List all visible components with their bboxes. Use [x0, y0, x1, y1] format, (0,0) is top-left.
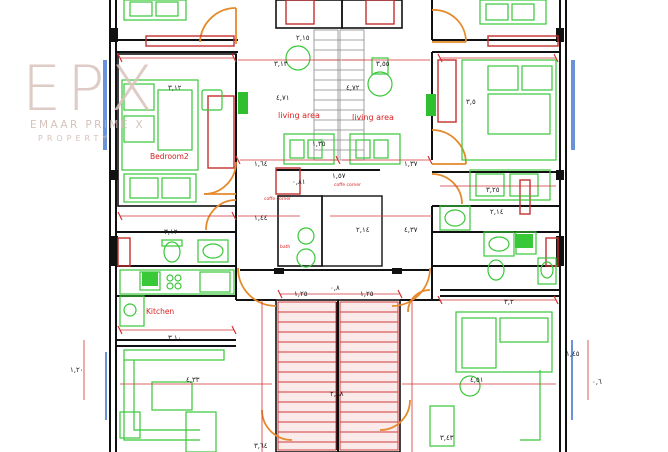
label-kitchen: Kitchen — [146, 307, 174, 316]
dim-living-l: ٤,٧١ — [276, 94, 290, 102]
dim-side-right: ١,٤٥ — [566, 350, 580, 358]
dim-top-left: ٢,١٥ — [296, 34, 310, 42]
upper-stair — [313, 29, 365, 161]
walls — [109, 0, 567, 452]
label-coffee-left: coffe corner — [264, 196, 291, 202]
dim-right-room: ٣,٥ — [466, 98, 476, 106]
dim-side-left: ١,٢٠ — [70, 366, 84, 374]
dim-corr-l: ١,٦٤ — [254, 160, 268, 168]
dim-living-r: ٤,٧٢ — [346, 84, 360, 92]
dim-right-lower: ٣,٢ — [504, 298, 514, 306]
label-living-right: living area — [352, 113, 394, 122]
label-bedroom: Bedroom2 — [150, 152, 189, 161]
dim-bed-h: ٣,١٢ — [164, 228, 178, 236]
dim-top-right: ٣,٥٥ — [376, 60, 390, 68]
staircase — [277, 301, 399, 451]
dim-top-mid: ٣,١٣ — [274, 60, 288, 68]
dim-lower-left: ٤,٣٣ — [186, 376, 200, 384]
appliances — [142, 234, 533, 286]
dimension-ticks — [117, 53, 559, 335]
light-fixtures — [238, 92, 436, 116]
dim-coffee: ١,٥٧ — [332, 172, 346, 180]
room-labels: living area living area Bedroom2 Kitchen… — [146, 111, 394, 316]
dimension-lines — [83, 57, 589, 452]
dim-stair-l: ١,٢٥ — [294, 290, 308, 298]
dim-bath-r: ٤,٣٧ — [404, 226, 418, 234]
logo-line1: EMAAR PRIME X — [30, 119, 145, 131]
label-coffee-right: coffe corner — [334, 182, 361, 188]
wall-fills — [110, 28, 564, 274]
dim-kitchen-w: ٣,١٠ — [168, 334, 182, 342]
red-partitions — [117, 0, 559, 267]
dim-coffee2: ٠,٨١ — [292, 178, 306, 186]
dim-stair-m: ٠,٨ — [330, 284, 340, 292]
dim-right-bath: ٢,١٤ — [490, 208, 504, 216]
logo-line2: PROPERTY — [38, 134, 111, 143]
dim-bed-w: ٣,١٢ — [168, 84, 182, 92]
dim-bottom-right: ٣,٤٣ — [440, 434, 454, 442]
dimension-labels: ٢,١٥ ٣,١٣ ٣,٥٥ ٣,١٢ ٣,١٢ ٣,٥ ٤,٧١ ٤,٧٢ ١… — [70, 34, 602, 450]
label-living-left: living area — [278, 111, 320, 120]
dim-corr-r: ١,٣٧ — [404, 160, 418, 168]
epx-logo: EPX EMAAR PRIME X PROPERTY — [22, 52, 159, 143]
dim-bath-w: ٢,١٤ — [356, 226, 370, 234]
dim-lower-right: ٤,٥١ — [470, 376, 484, 384]
dim-stair-run: ٢,٦٨ — [330, 390, 344, 398]
dim-right-bed: ٣,٢٥ — [486, 186, 500, 194]
dim-bottom-left: ٣,٦٤ — [254, 442, 268, 450]
logo-mark: EPX — [22, 52, 159, 125]
dim-corr-m: ١,٣٥ — [312, 140, 326, 148]
windows — [103, 60, 575, 420]
dim-stair-r: ١,٢٥ — [360, 290, 374, 298]
doors — [199, 7, 467, 441]
dim-bath-l: ١,٤٤ — [254, 214, 268, 222]
label-bath: bath — [280, 244, 290, 250]
furniture — [119, 0, 557, 452]
dim-edge-right: ٠,٦ — [592, 378, 602, 386]
